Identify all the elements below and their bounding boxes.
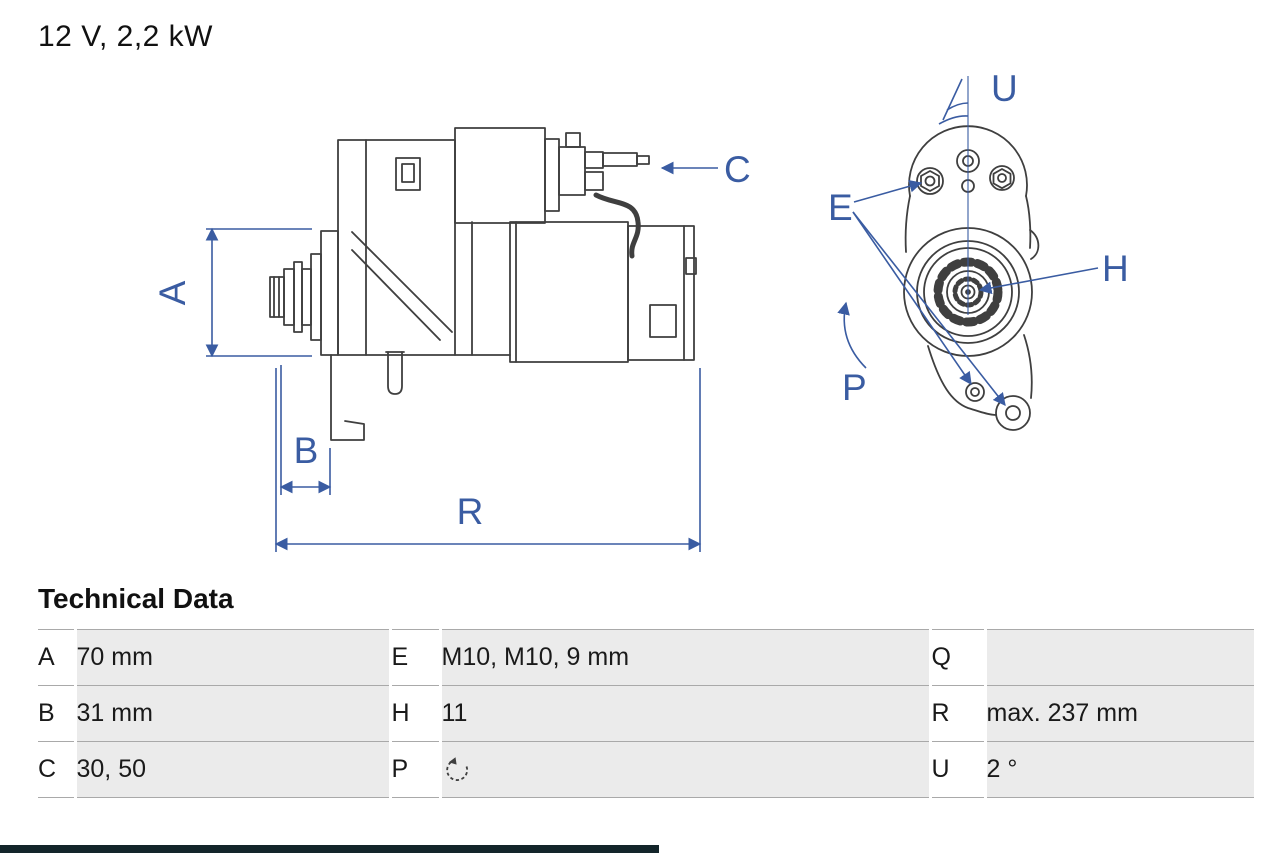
dim-label-E: E [828, 187, 853, 228]
power-spec-title: 12 V, 2,2 kW [38, 20, 213, 53]
spec-key-Q: Q [930, 629, 985, 686]
spec-value-Q [983, 629, 1254, 686]
dimension-B [279, 365, 332, 495]
spec-value-H: 11 [438, 685, 932, 742]
front-view [903, 125, 1040, 431]
spec-value-P [438, 741, 932, 798]
dimensions [205, 76, 1099, 552]
spec-key-P: P [390, 741, 440, 798]
spec-value-A: 70 mm [73, 629, 392, 686]
spec-key-U: U [930, 741, 985, 798]
table-heading: Technical Data [38, 583, 234, 614]
dim-label-R: R [457, 491, 484, 532]
table-row: C 30, 50 P U 2 ° [38, 741, 1254, 798]
spec-key-E: E [390, 629, 440, 686]
spec-table: A 70 mm E M10, M10, 9 mm Q B 31 mm H 11 … [38, 629, 1254, 798]
dim-label-C: C [724, 149, 751, 190]
dimension-P [837, 301, 867, 369]
dimension-R [274, 368, 702, 552]
spec-key-B: B [38, 685, 75, 742]
dimension-A [205, 227, 312, 358]
side-view [269, 127, 697, 441]
dim-label-B: B [294, 430, 319, 471]
spec-value-E: M10, M10, 9 mm [438, 629, 932, 686]
dimension-E [852, 179, 1006, 407]
spec-value-U: 2 ° [983, 741, 1254, 798]
technical-drawing: A B R C U E H P [152, 68, 1129, 552]
dimension-H [978, 267, 1099, 295]
dim-label-U: U [991, 68, 1018, 109]
spec-key-A: A [38, 629, 75, 686]
dim-label-P: P [842, 367, 867, 408]
spec-key-C: C [38, 741, 75, 798]
bottom-bar [0, 845, 659, 853]
spec-value-C: 30, 50 [73, 741, 392, 798]
dim-label-H: H [1102, 248, 1129, 289]
spec-value-R: max. 237 mm [983, 685, 1254, 742]
dimension-U [938, 76, 969, 315]
rotation-ccw-icon [445, 756, 468, 781]
table-row: B 31 mm H 11 R max. 237 mm [38, 685, 1254, 742]
technical-data-section: Technical Data A 70 mm E M10, M10, 9 mm … [38, 583, 1254, 798]
spec-key-H: H [390, 685, 440, 742]
spec-value-B: 31 mm [73, 685, 392, 742]
spec-key-R: R [930, 685, 985, 742]
dim-label-A: A [152, 280, 193, 305]
table-row: A 70 mm E M10, M10, 9 mm Q [38, 629, 1254, 686]
